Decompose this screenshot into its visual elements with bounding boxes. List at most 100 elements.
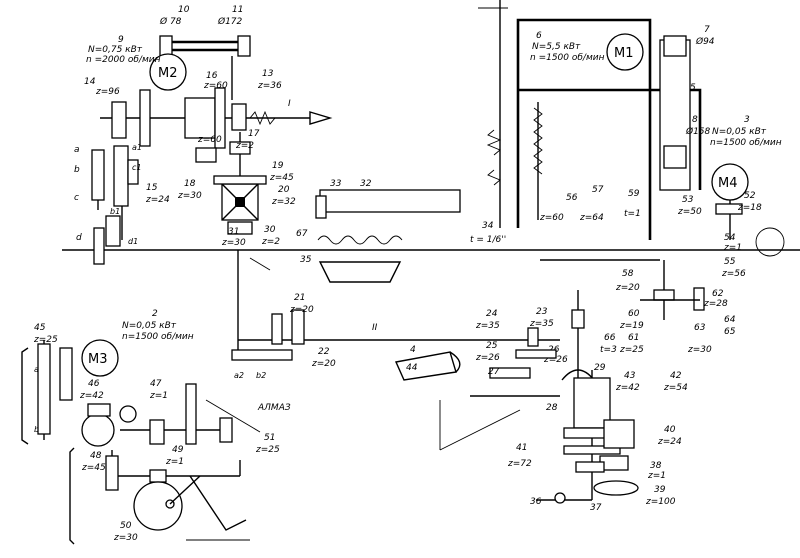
gear-60-num: 60 <box>628 309 640 319</box>
gear-66-num: 66 <box>604 333 616 343</box>
column-frame <box>478 0 702 261</box>
gear-25-z: z=26 <box>475 353 500 363</box>
gear-61-num: 61 <box>628 333 639 343</box>
part-36: 36 <box>530 497 542 507</box>
wheel-head-44 <box>394 351 560 451</box>
gear-49-z: z=1 <box>165 457 184 467</box>
gear-49-num: 49 <box>172 445 184 455</box>
motor-m2-label: M2 <box>158 66 178 81</box>
dresser-gears <box>21 340 261 447</box>
gear-a1: a1 <box>132 143 142 152</box>
gear-54-num: 54 <box>724 233 736 243</box>
gear-62-num: 62 <box>712 289 724 299</box>
gear-50-z: z=30 <box>113 533 138 543</box>
screw-34-num: 34 <box>482 221 494 231</box>
gear-d1: d1 <box>128 237 138 246</box>
part-35: 35 <box>300 255 312 265</box>
gear-31-num: 31 <box>228 227 239 237</box>
change-gears-abcd <box>62 145 800 265</box>
gear-19-z: z=45 <box>269 173 294 183</box>
gear-47-z: z=1 <box>149 391 168 401</box>
part-37: 37 <box>590 503 602 513</box>
motor-m1-label: M1 <box>614 46 634 61</box>
motor-m1-power: N=5,5 кВт <box>532 42 581 52</box>
gear-15-num: 15 <box>146 183 158 193</box>
gear-c1: c1 <box>132 163 142 172</box>
gear-53-z: z=50 <box>677 207 702 217</box>
gear-17-num: 17 <box>248 129 260 139</box>
motor-m4-power: N=0,05 кВт <box>712 127 767 137</box>
gear-b1: b1 <box>110 207 120 216</box>
gear-38-z: z=1 <box>647 471 666 481</box>
gear-56-z: z=60 <box>539 213 564 223</box>
change-gear-box <box>213 175 267 235</box>
gear-21-z: z=20 <box>289 305 314 315</box>
gear-38-num: 38 <box>650 461 662 471</box>
gear-22-z: z=20 <box>311 359 336 369</box>
gear-16-z: z=60 <box>203 81 228 91</box>
gear-63-num: 63 <box>694 323 706 333</box>
gear-15-z: z=24 <box>145 195 170 205</box>
gear-18-num: 18 <box>184 179 196 189</box>
pulley-11-num: 11 <box>232 5 243 15</box>
part-64: 64 <box>724 315 736 325</box>
gear-30-z: z=2 <box>261 237 280 247</box>
part-44: 44 <box>406 363 418 373</box>
gear-17b-z: z=60 <box>197 135 222 145</box>
motor-m2-speed: n =2000 об/мин <box>86 55 161 65</box>
gear-20-num: 20 <box>278 185 290 195</box>
gear-46-z: z=42 <box>79 391 104 401</box>
dresser-cam <box>69 447 250 545</box>
gear-62-z: z=28 <box>703 299 728 309</box>
motor-m4-speed: n=1500 об/мин <box>710 138 782 148</box>
gear-42-z: z=54 <box>663 383 688 393</box>
gear-54-z: z=1 <box>723 243 742 253</box>
part-65: 65 <box>724 327 736 337</box>
gear-57-z: z=64 <box>579 213 604 223</box>
gear-41-num: 41 <box>516 443 527 453</box>
gear-59-num: 59 <box>628 189 640 199</box>
gear-53-num: 53 <box>682 195 694 205</box>
gear-b: b <box>74 165 80 175</box>
gear-20-z: z=32 <box>271 197 296 207</box>
gear-25-num: 25 <box>486 341 498 351</box>
gear-39-z: z=100 <box>645 497 676 507</box>
gear-61-z: z=25 <box>619 345 644 355</box>
gear-22-num: 22 <box>318 347 330 357</box>
gear-39-num: 39 <box>654 485 666 495</box>
gear-17-z: z=2 <box>235 141 254 151</box>
pulley-7-dia: Ø94 <box>695 36 715 47</box>
gear-24-z: z=35 <box>475 321 500 331</box>
gear-13-z: z=36 <box>257 81 282 91</box>
part-27: 27 <box>488 367 500 377</box>
motor-m3-label: M3 <box>88 352 108 367</box>
gear-16-num: 16 <box>206 71 218 81</box>
motor-m4-num: 3 <box>744 115 750 125</box>
gear-63-z: z=30 <box>687 345 712 355</box>
gear-45-z: z=25 <box>33 335 58 345</box>
gear-47-num: 47 <box>150 379 162 389</box>
gear-a2: a2 <box>234 371 244 380</box>
motor-m2: M2 9 N=0,75 кВт n =2000 об/мин <box>86 35 187 91</box>
gear-58-num: 58 <box>622 269 634 279</box>
wheel-spindle-bottom <box>536 370 639 504</box>
gear-43-num: 43 <box>624 371 636 381</box>
gear-d: d <box>76 233 82 243</box>
shaft-1-label: I <box>288 99 291 109</box>
gear-13-num: 13 <box>262 69 274 79</box>
gear-31-z: z=30 <box>221 238 246 248</box>
motor-m3-speed: n=1500 об/мин <box>122 332 194 342</box>
motor-m3-num: 2 <box>152 309 158 319</box>
handwheel-right <box>755 227 785 257</box>
worm-gear-17 <box>195 132 251 220</box>
gear-41-z: z=72 <box>507 459 532 469</box>
part-67: 67 <box>296 229 308 239</box>
gear-a: a <box>74 145 80 155</box>
gear-b2: b2 <box>256 371 266 380</box>
gear-45-num: 45 <box>34 323 46 333</box>
gear-58-z: z=20 <box>615 283 640 293</box>
gear-23-num: 23 <box>536 307 548 317</box>
gear-14-num: 14 <box>84 77 96 87</box>
